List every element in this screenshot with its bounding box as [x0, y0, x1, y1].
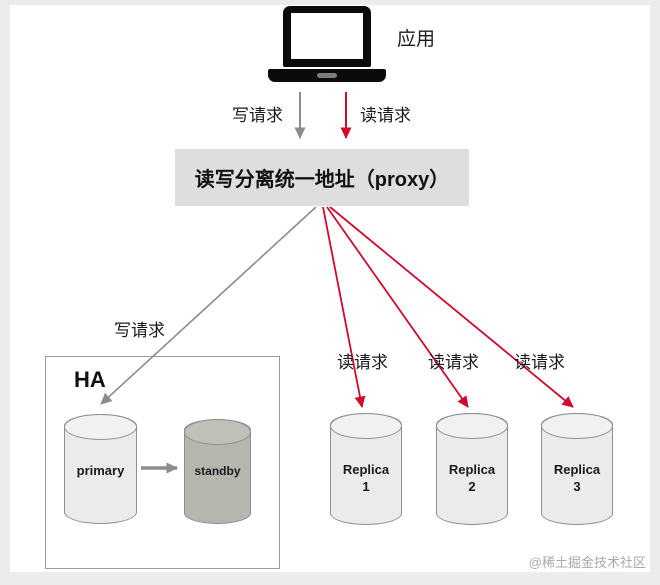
write-request-branch-label: 写请求	[114, 321, 165, 340]
laptop-notch	[317, 73, 337, 78]
replica-2-label: Replica 2	[448, 462, 496, 494]
proxy-box: 读写分离统一地址（proxy）	[175, 149, 469, 206]
read-request-label-2: 读请求	[428, 353, 479, 372]
primary-db-label: primary	[76, 463, 125, 478]
replica-3-label: Replica 3	[553, 462, 601, 494]
primary-db-cylinder: primary	[64, 414, 137, 524]
watermark: @稀土掘金技术社区	[528, 555, 646, 570]
write-request-top-label: 写请求	[232, 106, 283, 125]
read-request-label-3: 读请求	[514, 353, 565, 372]
laptop-screen	[283, 6, 371, 67]
replica-1-label: Replica 1	[342, 462, 390, 494]
laptop-icon	[268, 6, 386, 84]
app-label: 应用	[397, 29, 436, 50]
ha-title: HA	[74, 367, 106, 392]
standby-db-label: standby	[194, 464, 241, 478]
laptop-base	[268, 69, 386, 82]
read-request-label-1: 读请求	[337, 353, 388, 372]
read-request-top-label: 读请求	[360, 106, 411, 125]
replica-1-cylinder: Replica 1	[330, 413, 402, 525]
standby-db-cylinder: standby	[184, 419, 251, 524]
replica-2-cylinder: Replica 2	[436, 413, 508, 525]
replica-3-cylinder: Replica 3	[541, 413, 613, 525]
